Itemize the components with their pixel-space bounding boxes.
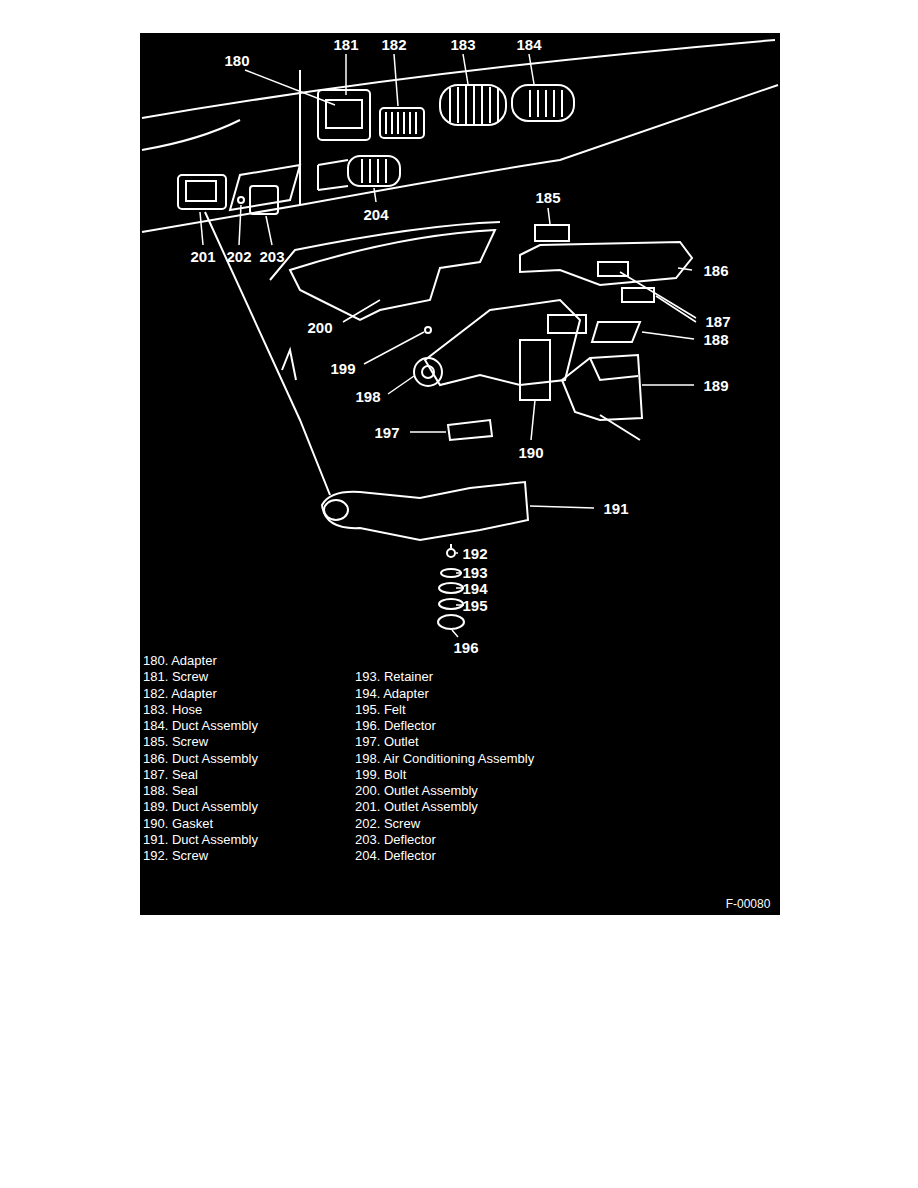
callout-number: 193 [462,565,487,580]
parts-list-item: 199. Bolt [355,768,406,781]
callout-number: 192 [462,546,487,561]
parts-list-item: 187. Seal [143,768,198,781]
parts-list-item: 200. Outlet Assembly [355,784,478,797]
callout-number: 186 [703,263,728,278]
callout-number: 197 [374,425,399,440]
parts-list-item: 181. Screw [143,670,208,683]
parts-list-item: 197. Outlet [355,735,419,748]
parts-list-item: 190. Gasket [143,817,213,830]
figure-code: F-00080 [726,898,771,910]
parts-list-item: 196. Deflector [355,719,436,732]
callout-number: 182 [381,37,406,52]
parts-list-item: 202. Screw [355,817,420,830]
callout-number: 191 [603,501,628,516]
callout-number: 200 [307,320,332,335]
parts-list-item: 193. Retainer [355,670,433,683]
parts-list-item: 183. Hose [143,703,202,716]
parts-list-item: 194. Adapter [355,687,429,700]
parts-list-item: 195. Felt [355,703,406,716]
parts-list-item: 180. Adapter [143,654,217,667]
callout-number: 185 [535,190,560,205]
parts-list-item: 204. Deflector [355,849,436,862]
parts-drawing [142,40,778,629]
leader-lines [200,54,696,637]
callout-number: 198 [355,389,380,404]
parts-list-item: 188. Seal [143,784,198,797]
callout-number: 180 [224,53,249,68]
callout-number: 183 [450,37,475,52]
parts-list-item: 185. Screw [143,735,208,748]
callout-number: 184 [516,37,541,52]
callout-number: 201 [190,249,215,264]
parts-list-item: 191. Duct Assembly [143,833,258,846]
parts-list-item: 186. Duct Assembly [143,752,258,765]
callout-number: 203 [259,249,284,264]
callout-number: 187 [705,314,730,329]
callout-number: 199 [330,361,355,376]
parts-list-item: 189. Duct Assembly [143,800,258,813]
black-ground [140,33,780,915]
parts-list-item: 192. Screw [143,849,208,862]
callout-number: 181 [333,37,358,52]
callout-number: 195 [462,598,487,613]
parts-list-item: 184. Duct Assembly [143,719,258,732]
parts-list-item: 201. Outlet Assembly [355,800,478,813]
parts-list-item: 198. Air Conditioning Assembly [355,752,534,765]
callout-number: 188 [703,332,728,347]
callout-number: 194 [462,581,487,596]
callout-number: 204 [363,207,388,222]
callout-number: 190 [518,445,543,460]
callout-number: 189 [703,378,728,393]
callout-number: 202 [226,249,251,264]
parts-list-item: 203. Deflector [355,833,436,846]
parts-list-item: 182. Adapter [143,687,217,700]
callout-number: 196 [453,640,478,655]
